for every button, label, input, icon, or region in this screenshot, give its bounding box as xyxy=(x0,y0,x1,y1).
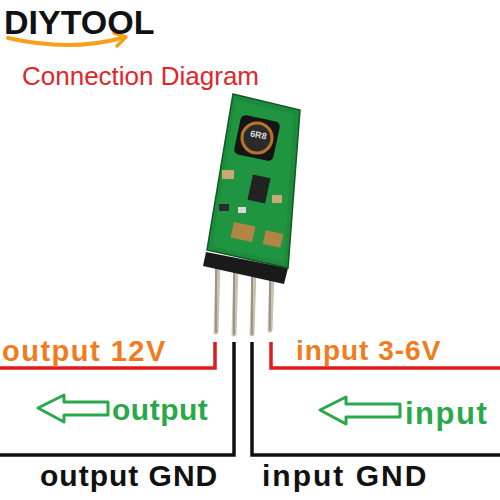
ic-chip xyxy=(247,174,270,203)
diagram-title: Connection Diagram xyxy=(22,63,259,89)
output-arrow xyxy=(38,395,108,422)
smd-part xyxy=(219,204,229,211)
direction-label: input xyxy=(405,398,488,429)
smd-part xyxy=(272,195,282,203)
pin-label: input GND xyxy=(262,461,428,491)
direction-label: output xyxy=(112,395,208,425)
capacitor xyxy=(231,222,256,242)
logo-swoosh xyxy=(8,38,122,45)
inductor xyxy=(233,114,280,161)
capacitor xyxy=(263,230,284,247)
pin-label: output GND xyxy=(40,461,218,491)
pcb-board xyxy=(207,94,300,268)
pin-label: output 12V xyxy=(2,337,167,366)
input-arrow xyxy=(320,397,400,424)
inductor-coil xyxy=(242,123,272,153)
pcb-sheen xyxy=(212,100,294,262)
smd-part xyxy=(222,170,234,179)
smd-part xyxy=(238,207,246,213)
pin-label: input 3-6V xyxy=(296,337,441,365)
brand-logo: DIYTOOL xyxy=(4,5,155,39)
